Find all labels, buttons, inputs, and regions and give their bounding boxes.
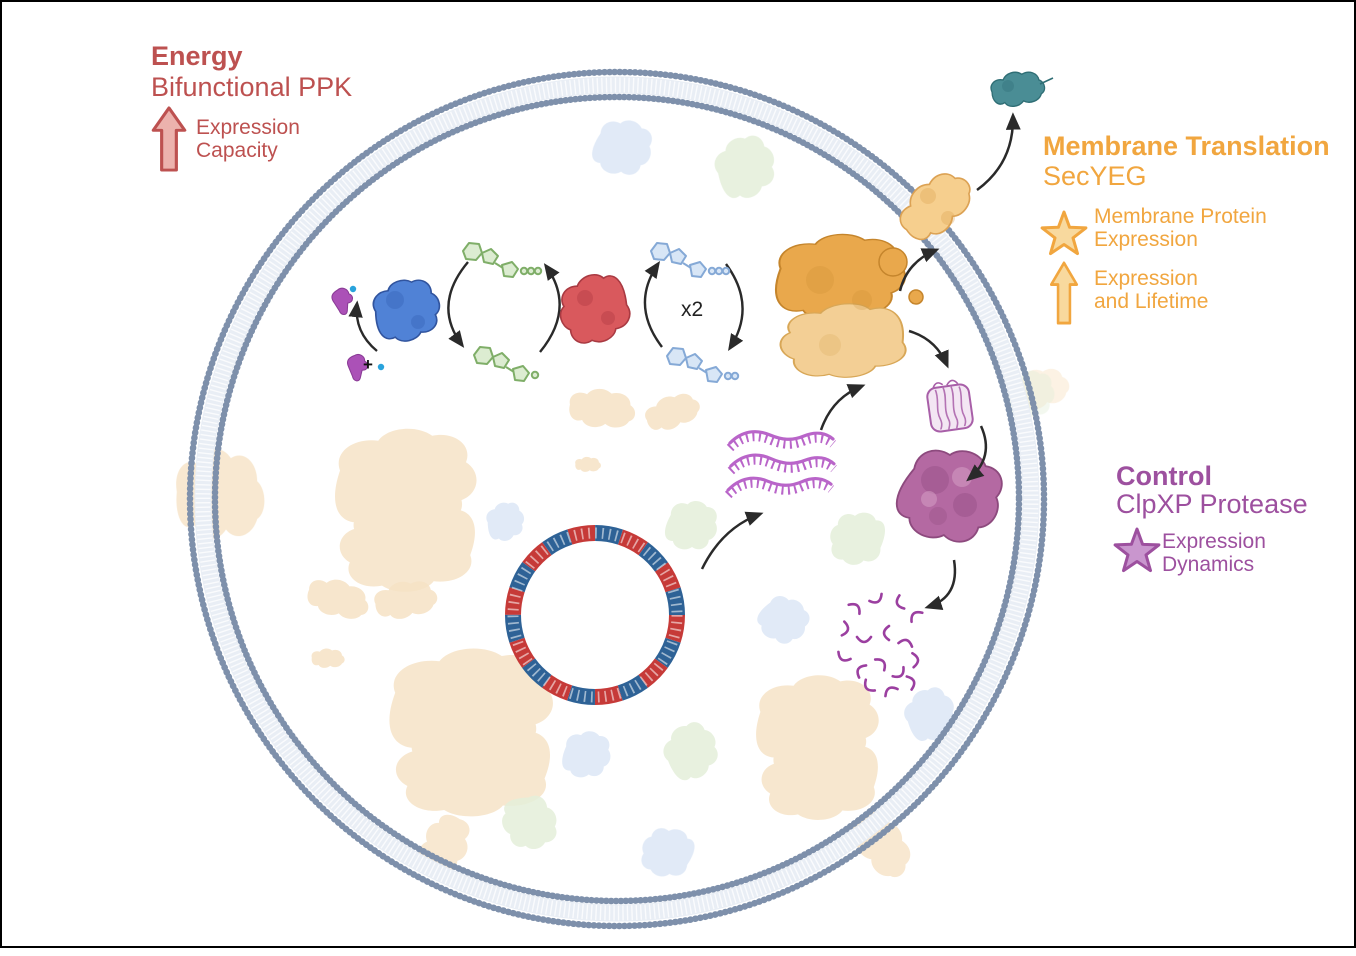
membrane-translation-title: Membrane Translation (1043, 131, 1330, 161)
membrane-protein-expression-label: Membrane Protein Expression (1094, 205, 1267, 251)
star-icon (1040, 210, 1088, 256)
energy-benefit-label: Expression Capacity (196, 116, 300, 162)
faded-membrane-protein (176, 362, 1074, 887)
transcription-arrow (700, 511, 764, 570)
gtp-molecule (462, 242, 543, 278)
membrane-inner-leaflet (211, 93, 1023, 905)
mrna-transcripts (728, 430, 834, 495)
atp-molecule (650, 242, 731, 278)
up-arrow-icon (151, 106, 187, 172)
blue-synthetase-protein (365, 272, 449, 348)
secyeg-export-arrow (976, 112, 1021, 192)
gtp-cycle (447, 242, 561, 382)
ppk-reaction-cycles (329, 242, 744, 383)
star-icon (1113, 527, 1161, 573)
red-ppk-protein (548, 265, 640, 353)
control-subtitle: ClpXP Protease (1116, 489, 1308, 519)
clpxp-protease (885, 432, 1017, 560)
atp-cycle (643, 242, 744, 383)
expression-dynamics-label: Expression Dynamics (1162, 530, 1266, 576)
translation-arrow (819, 384, 866, 431)
cycle-arrow (539, 263, 561, 353)
legend-icons (151, 106, 1161, 573)
faded-blue-protein (482, 111, 965, 885)
plasmid-dna (505, 525, 685, 705)
clpxp-pathway (834, 379, 1017, 698)
gmp-molecule (473, 346, 540, 382)
secyeg-complex (889, 66, 1054, 251)
up-arrow-icon (1049, 261, 1079, 325)
adp-molecule (666, 347, 740, 383)
mrna-strand (730, 430, 833, 448)
plus-sign-label: + (363, 355, 373, 374)
expression-lifetime-label: Expression and Lifetime (1094, 267, 1209, 313)
amino-acid-dot (349, 285, 357, 293)
mrna-strand (728, 475, 831, 495)
energy-subtitle: Bifunctional PPK (151, 72, 353, 102)
process-arrows (700, 112, 1021, 611)
membrane-outer-leaflet (186, 68, 1048, 930)
cycle-arrow (447, 261, 469, 348)
exported-membrane-protein-teal (988, 66, 1054, 111)
protein-to-clpxp-arrow (966, 425, 988, 482)
control-title: Control (1116, 461, 1212, 491)
cell-membrane (186, 68, 1048, 930)
ribosome (768, 233, 924, 385)
clpxp-degradation-arrow (924, 559, 957, 611)
ribosome-to-protein-arrow (908, 329, 949, 369)
folded-protein-barrel (926, 379, 974, 433)
trna-charging-arrow (348, 300, 378, 352)
cycle-arrow (643, 261, 663, 348)
ribosome-to-secyeg-arrow (898, 248, 940, 292)
amino-acid-dot (377, 363, 385, 371)
energy-title: Energy (151, 41, 243, 71)
atp-multiplier-label: x2 (681, 298, 704, 321)
membrane-translation-subtitle: SecYEG (1043, 161, 1147, 191)
cycle-arrow (725, 263, 744, 352)
mrna-strand (731, 453, 834, 473)
